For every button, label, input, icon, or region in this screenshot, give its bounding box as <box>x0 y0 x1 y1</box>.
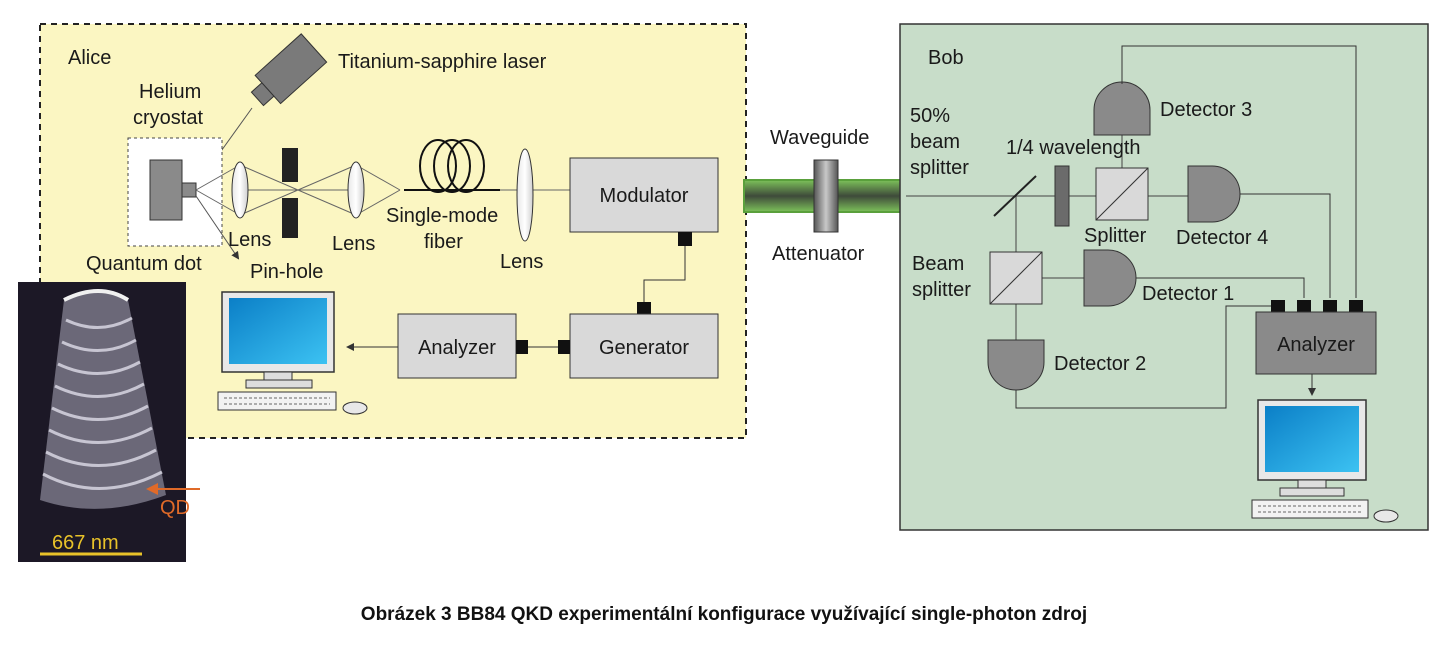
beam-splitter-lower-diagonal <box>989 251 1043 305</box>
quantum-dot-holder <box>149 159 183 221</box>
pinhole-plate-upper <box>282 148 298 182</box>
bs50-label-2: beam <box>910 131 960 153</box>
modulator-port <box>678 232 692 246</box>
lens-3-label: Lens <box>500 251 543 273</box>
waveguide-label: Waveguide <box>770 127 869 149</box>
alice-analyzer-box <box>397 313 517 379</box>
micrograph-marker-label: QD <box>160 497 190 519</box>
detector-1-icon <box>1083 249 1137 307</box>
beam-splitter-label-1: Beam <box>912 253 964 275</box>
generator-box <box>569 313 719 379</box>
quantum-dot-label: Quantum dot <box>86 253 202 275</box>
quantum-dot <box>181 182 197 198</box>
bs50-label-1: 50% <box>910 105 950 127</box>
modulator-box <box>569 157 719 233</box>
detector-wiring <box>1015 45 1357 409</box>
bob-analyzer-label: Analyzer <box>1277 334 1355 356</box>
bob-analyzer-ports <box>1271 300 1363 312</box>
cryostat-label-2: cryostat <box>133 107 203 129</box>
laser-label: Titanium-sapphire laser <box>338 51 547 73</box>
bob-title: Bob <box>928 47 964 69</box>
attenuator <box>813 159 839 233</box>
lens-1 <box>231 161 249 219</box>
lens-2 <box>347 161 365 219</box>
detector-1-label: Detector 1 <box>1142 283 1234 305</box>
alice-title: Alice <box>68 47 111 69</box>
quantum-dot-micrograph: QD 667 nm <box>18 282 200 562</box>
lens-2-label: Lens <box>332 233 375 255</box>
alice-analyzer-port <box>516 340 528 354</box>
micrograph-scale-label: 667 nm <box>52 532 119 554</box>
bs50-label-3: splitter <box>910 157 969 179</box>
beam-splitter-label-2: splitter <box>912 279 971 301</box>
generator-port-top <box>637 302 651 314</box>
quarter-wave-plate <box>1054 165 1070 227</box>
splitter-label: Splitter <box>1084 225 1147 247</box>
pinhole-label: Pin-hole <box>250 261 323 283</box>
lens-1-label: Lens <box>228 229 271 251</box>
cryostat-label-1: Helium <box>139 81 201 103</box>
pinhole-plate-lower <box>282 198 298 238</box>
attenuator-label: Attenuator <box>772 243 865 265</box>
generator-port-left <box>558 340 570 354</box>
generator-label: Generator <box>599 337 689 359</box>
fiber-label-1: Single-mode <box>386 205 498 227</box>
modulator-label: Modulator <box>600 185 689 207</box>
detector-4-label: Detector 4 <box>1176 227 1268 249</box>
laser-icon <box>250 33 328 107</box>
modulator-generator-wire <box>643 246 686 302</box>
alice-analyzer-label: Analyzer <box>418 337 496 359</box>
alice-computer-icon <box>217 291 368 415</box>
detector-2-icon <box>987 339 1045 391</box>
figure-caption: Obrázek 3 BB84 QKD experimentální konfig… <box>360 604 1088 625</box>
fiber-coil-icon <box>404 139 500 193</box>
lens-3 <box>516 148 534 242</box>
fiber-label-2: fiber <box>424 231 463 253</box>
splitter-upper-diagonal <box>1095 167 1149 221</box>
quarter-wave-label: 1/4 wavelength <box>1006 137 1141 159</box>
pinhole-pointer <box>195 195 240 260</box>
detector-2-label: Detector 2 <box>1054 353 1146 375</box>
bob-computer-icon <box>1251 399 1399 523</box>
bob-analyzer-box <box>1255 311 1377 375</box>
detector-3-icon <box>1093 81 1151 136</box>
detector-3-label: Detector 3 <box>1160 99 1252 121</box>
bs50-mirror <box>993 175 1037 217</box>
detector-4-icon <box>1187 165 1241 223</box>
